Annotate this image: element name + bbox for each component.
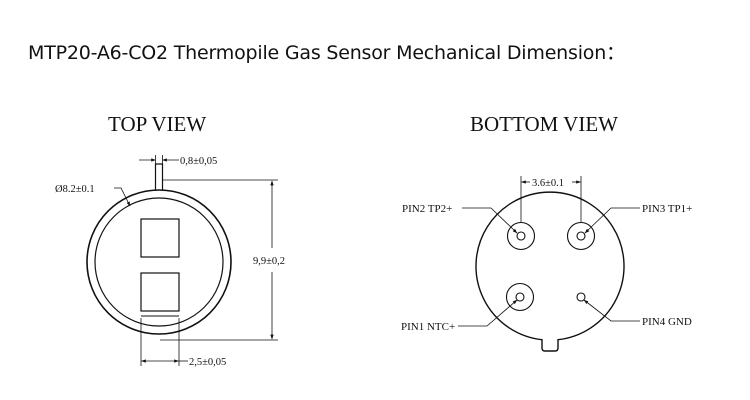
pin-spacing-dimension: 3.6±0.1 xyxy=(532,178,564,189)
pin4-leader xyxy=(583,299,640,322)
pin2-pad xyxy=(506,221,536,251)
inner-can-circle xyxy=(94,197,224,327)
page-title: MTP20-A6-CO2 Thermopile Gas Sensor Mecha… xyxy=(28,42,625,64)
pin1-pad xyxy=(505,282,535,312)
pin3-leader xyxy=(584,207,640,234)
top-view: TOP VIEW 0,8±0,05 Ø8.2±0.1 9,9±0,2 2,5±0… xyxy=(55,112,285,368)
bottom-view: BOTTOM VIEW 3.6±0.1 PIN2 TP2+ PIN3 TP1+ … xyxy=(401,112,692,352)
outer-can-circle xyxy=(86,189,232,335)
pin1-label: PIN1 NTC+ xyxy=(401,321,455,333)
pin1-hole xyxy=(515,292,525,302)
diameter-leader xyxy=(114,187,131,207)
diameter-dimension: Ø8.2±0.1 xyxy=(55,184,95,195)
pin2-hole xyxy=(516,231,526,241)
top-view-heading: TOP VIEW xyxy=(108,112,206,136)
tab-width-dimension: 0,8±0,05 xyxy=(180,156,217,167)
pin4-hole xyxy=(576,292,586,302)
window-width-dimension: 2,5±0,05 xyxy=(189,357,226,368)
bottom-view-heading: BOTTOM VIEW xyxy=(470,112,618,136)
height-dimension: 9,9±0,2 xyxy=(253,256,285,267)
bottom-body-outline xyxy=(475,191,625,352)
window-upper xyxy=(140,218,180,258)
pin3-label: PIN3 TP1+ xyxy=(642,203,692,215)
orientation-tab xyxy=(154,163,164,191)
window-lower xyxy=(140,272,180,312)
pin2-leader xyxy=(462,207,518,234)
pin2-label: PIN2 TP2+ xyxy=(402,203,452,215)
pin1-leader xyxy=(458,299,518,327)
pin4-label: PIN4 GND xyxy=(642,316,692,328)
pin3-hole xyxy=(576,231,586,241)
pin3-pad xyxy=(566,221,596,251)
